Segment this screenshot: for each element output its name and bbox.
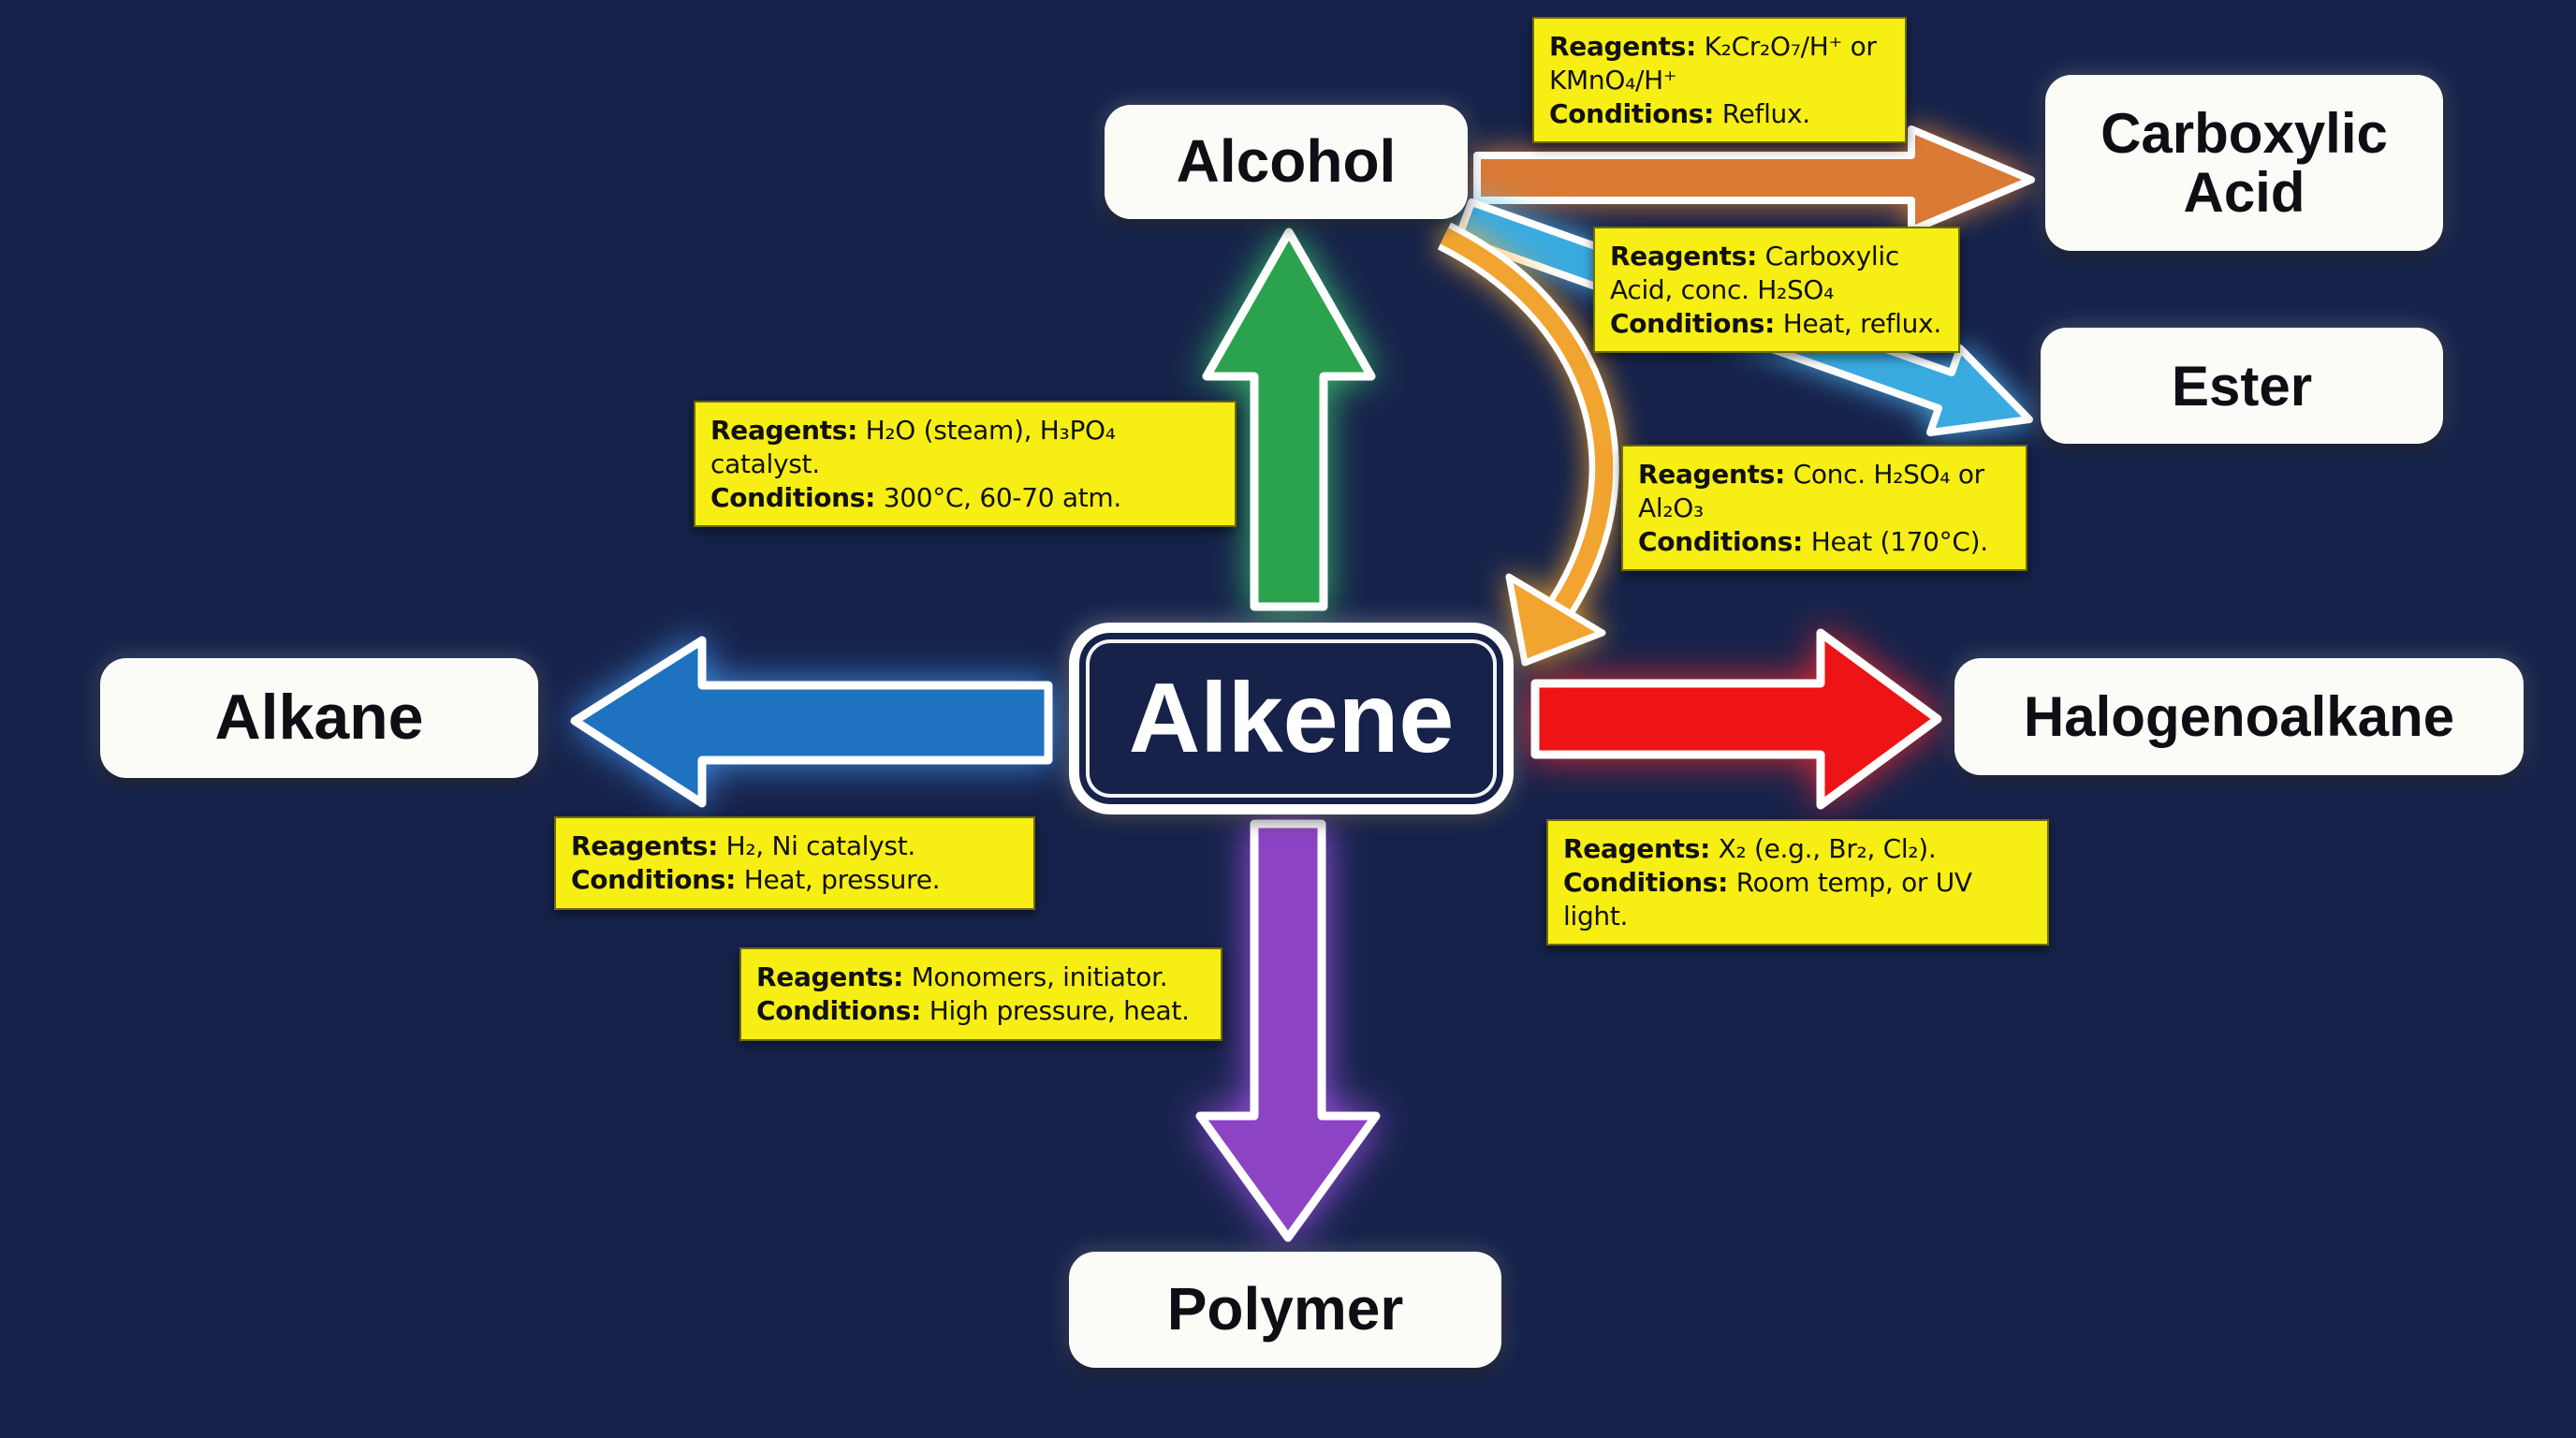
reagent-box-oxidation: Reagents: K₂Cr₂O₇/H⁺ or KMnO₄/H⁺ Conditi… — [1532, 17, 1907, 144]
node-alcohol: Alcohol — [1105, 105, 1468, 219]
reagents-line: Reagents: Conc. H₂SO₄ or Al₂O₃ — [1638, 459, 1984, 523]
reagents-line: Reagents: K₂Cr₂O₇/H⁺ or KMnO₄/H⁺ — [1549, 31, 1877, 95]
reagents-line: Reagents: H₂, Ni catalyst. — [571, 830, 915, 861]
conditions-line: Conditions: Heat (170°C). — [1638, 525, 1988, 557]
node-ester: Ester — [2041, 328, 2443, 444]
reagent-box-dehydration: Reagents: Conc. H₂SO₄ or Al₂O₃ Condition… — [1621, 445, 2027, 572]
conditions-line: Conditions: High pressure, heat. — [756, 994, 1190, 1026]
reagent-box-hydration: Reagents: H₂O (steam), H₃PO₄ catalyst. C… — [694, 401, 1237, 528]
conditions-line: Conditions: Reflux. — [1549, 97, 1810, 129]
halogenation-arrow — [1530, 628, 1942, 810]
reagent-box-hydrogenation: Reagents: H₂, Ni catalyst. Conditions: H… — [554, 816, 1035, 910]
conditions-line: Conditions: Heat, pressure. — [571, 863, 941, 895]
hydration-arrow — [1202, 227, 1376, 611]
node-carboxylic-acid: Carboxylic Acid — [2045, 75, 2443, 251]
reagents-line: Reagents: H₂O (steam), H₃PO₄ catalyst. — [710, 415, 1116, 479]
hydrogenation-arrow — [570, 636, 1053, 808]
reagent-box-esterification: Reagents: Carboxylic Acid, conc. H₂SO₄ C… — [1593, 227, 1960, 354]
node-halogenoalkane: Halogenoalkane — [1954, 658, 2524, 775]
reagents-line: Reagents: Monomers, initiator. — [756, 961, 1168, 992]
node-alkene: Alkene — [1069, 623, 1514, 814]
reagents-line: Reagents: Carboxylic Acid, conc. H₂SO₄ — [1610, 241, 1899, 305]
reagents-line: Reagents: X₂ (e.g., Br₂, Cl₂). — [1563, 833, 1937, 864]
reagent-box-polymerisation: Reagents: Monomers, initiator. Condition… — [739, 947, 1222, 1041]
node-alkane: Alkane — [100, 658, 538, 778]
node-polymer: Polymer — [1069, 1252, 1501, 1368]
conditions-line: Conditions: Room temp, or UV light. — [1563, 866, 1972, 932]
conditions-line: Conditions: Heat, reflux. — [1610, 307, 1941, 339]
conditions-line: Conditions: 300°C, 60-70 atm. — [710, 481, 1121, 513]
oxidation-arrow — [1473, 125, 2035, 234]
reagent-box-halogenation: Reagents: X₂ (e.g., Br₂, Cl₂). Condition… — [1546, 819, 2049, 946]
dehydration-arrow — [1437, 222, 1619, 667]
polymerisation-arrow — [1195, 819, 1381, 1242]
